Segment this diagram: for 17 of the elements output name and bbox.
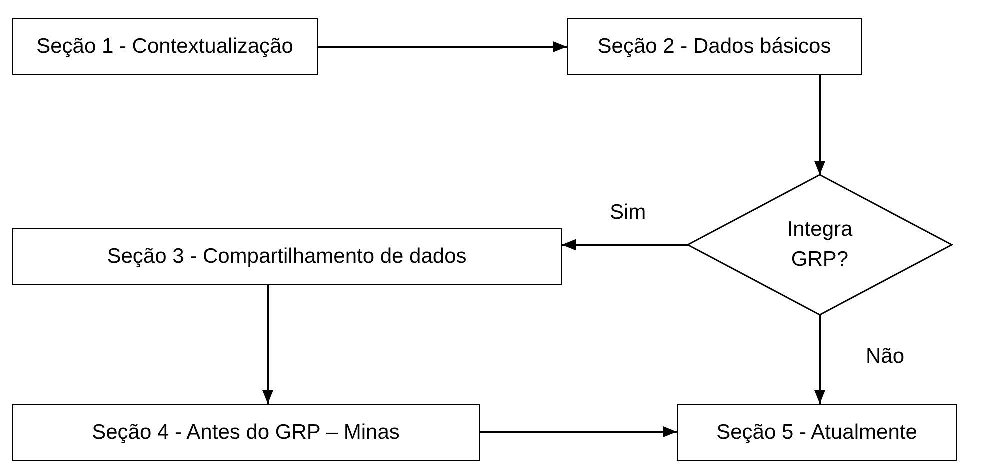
- arrow: [562, 239, 688, 251]
- process-box: [677, 404, 957, 461]
- arrow: [814, 75, 826, 175]
- node-text: Seção 2 - Dados básicos: [598, 34, 832, 60]
- arrow: [480, 426, 677, 438]
- process-box: [567, 18, 862, 75]
- arrow: [262, 285, 274, 404]
- process-box: [12, 228, 562, 285]
- arrow: [814, 315, 826, 404]
- node-text: Integra GRP?: [786, 217, 854, 273]
- node-text: Seção 1 - Contextualização: [36, 34, 294, 60]
- arrow: [318, 41, 567, 53]
- node-text: Seção 4 - Antes do GRP – Minas: [92, 420, 400, 446]
- process-box: [12, 404, 480, 461]
- node-text: Seção 5 - Atualmente: [716, 420, 918, 446]
- process-box: [12, 18, 318, 75]
- node-text: Seção 3 - Compartilhamento de dados: [107, 244, 467, 270]
